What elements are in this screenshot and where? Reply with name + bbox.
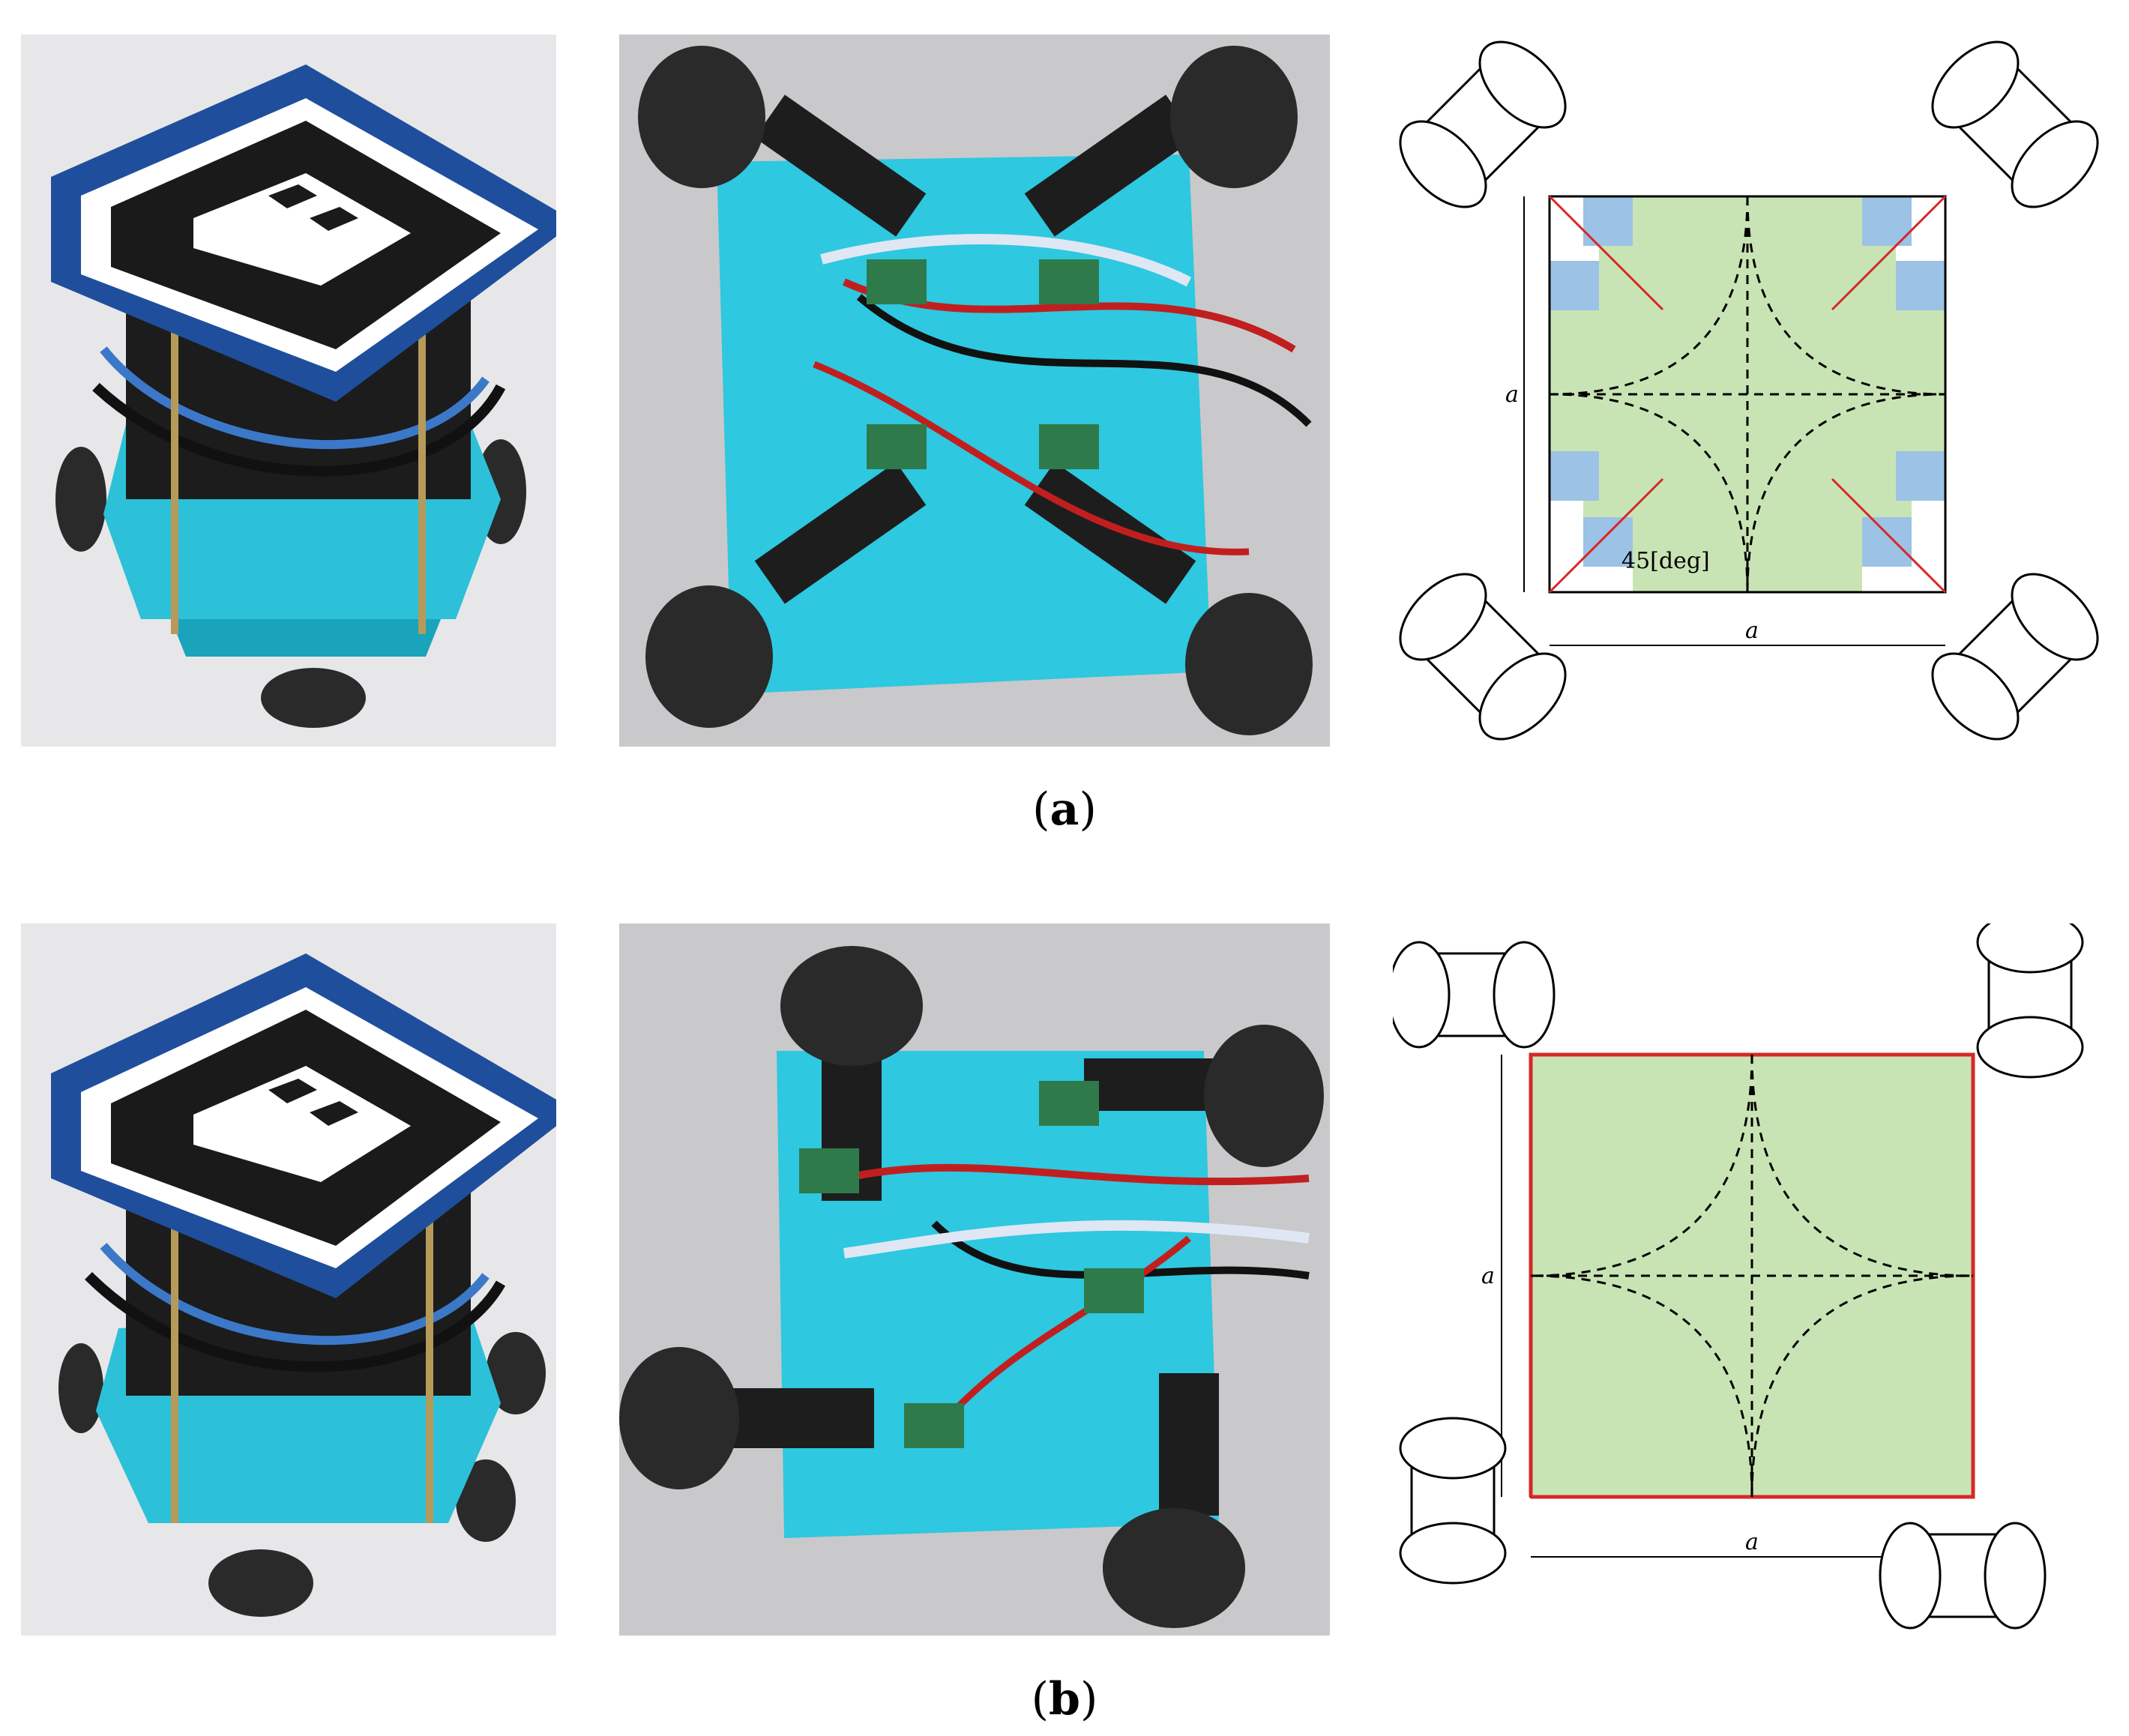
- red-edges: [1529, 1052, 1975, 1499]
- photo-a-chassis-top: [619, 34, 1330, 747]
- omni-wheels: [1399, 40, 2099, 741]
- omni-wheels: [1393, 923, 2084, 1630]
- dim-label-vertical: a: [1505, 382, 1519, 408]
- red-diagonals: [1548, 195, 1947, 594]
- photo-a-assembled-robot: [21, 34, 556, 747]
- label-a: (a): [1032, 783, 1097, 836]
- photo-b-chassis-top: [619, 923, 1330, 1636]
- dim-label-vertical: a: [1481, 1263, 1495, 1289]
- diagram-a-diagonal-layout: a a 45[deg]: [1393, 34, 2113, 747]
- dim-label-horizontal: a: [1745, 1529, 1759, 1555]
- diagram-b-square-layout: a a: [1393, 923, 2113, 1636]
- dim-label-horizontal: a: [1745, 618, 1759, 644]
- dashed-curves: [1549, 196, 1946, 593]
- angle-label: 45[deg]: [1621, 548, 1710, 574]
- label-b: (b): [1031, 1673, 1098, 1726]
- dashed-curves: [1530, 1054, 1974, 1498]
- photo-b-assembled-robot: [21, 923, 556, 1636]
